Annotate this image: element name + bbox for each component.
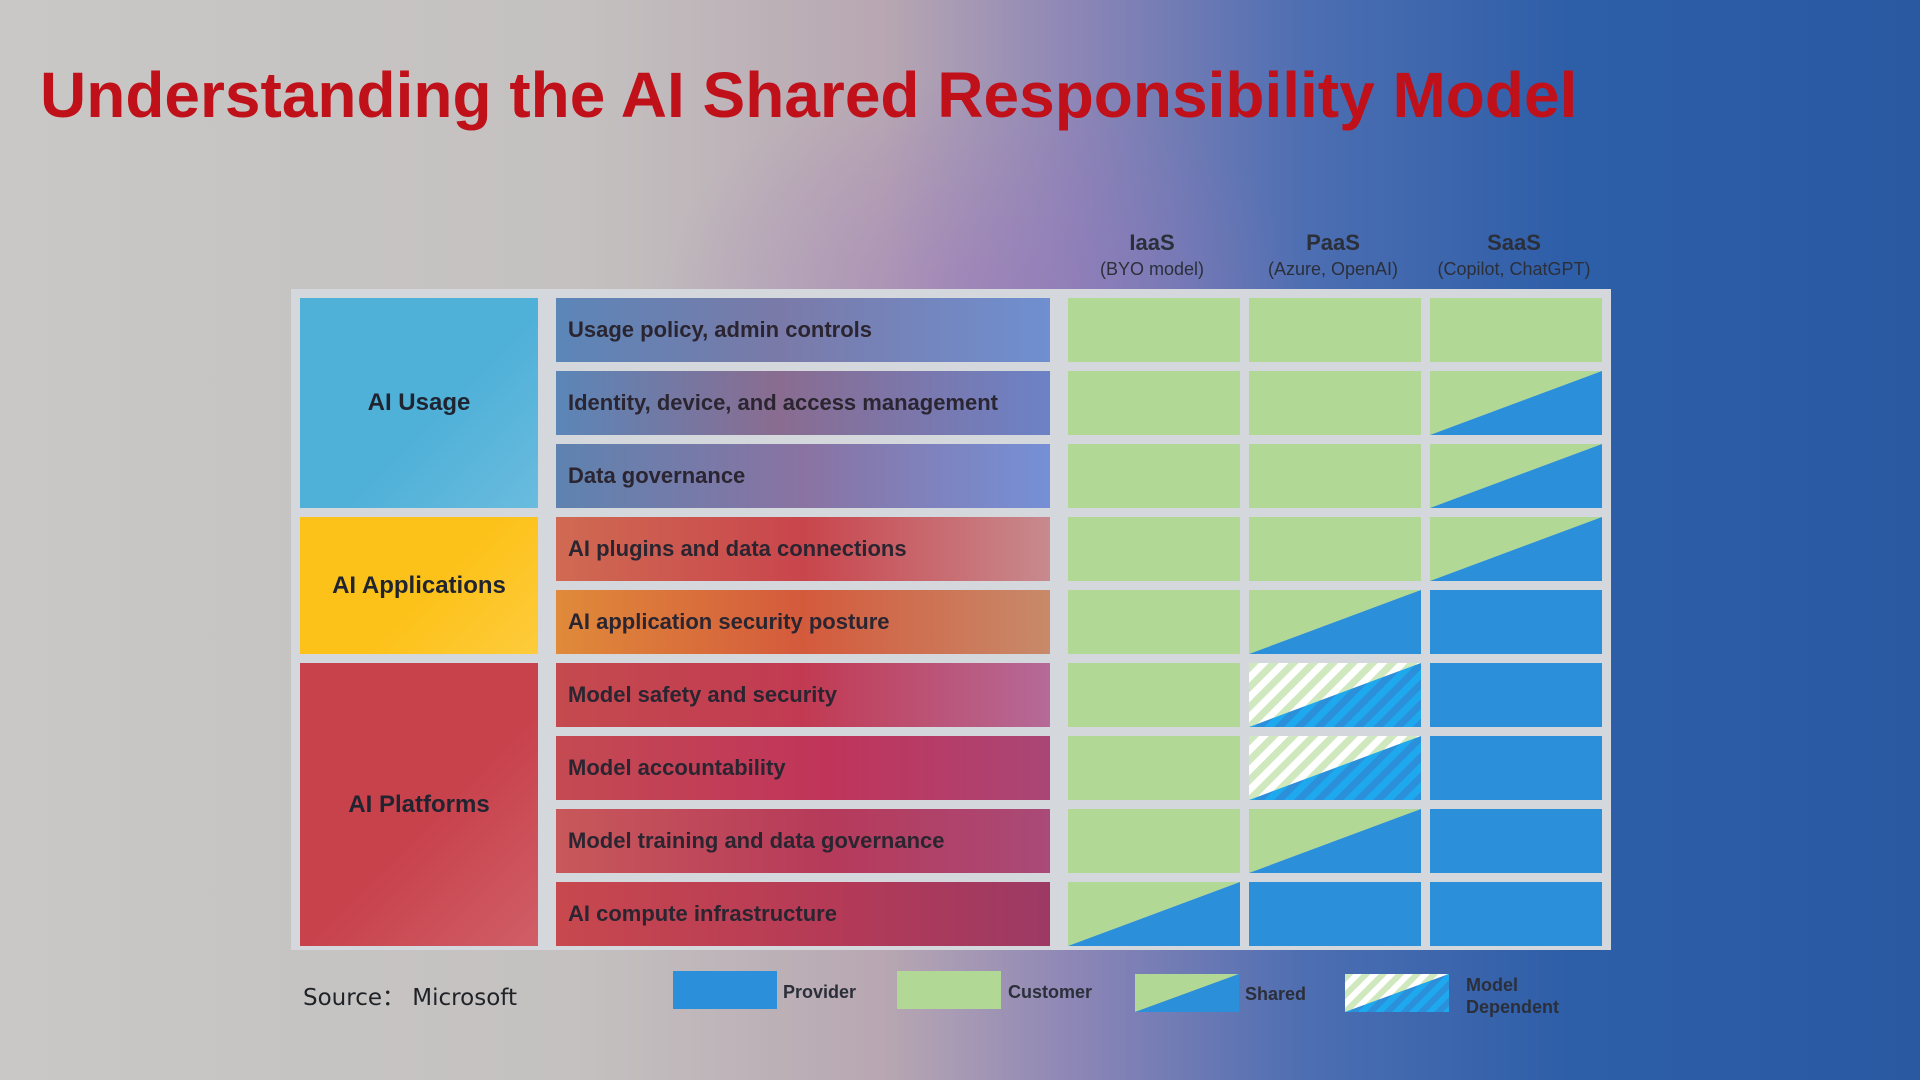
page-title: Understanding the AI Shared Responsibili… <box>40 59 1578 131</box>
category-ai-applications: AI Applications <box>300 517 538 654</box>
row-label: Usage policy, admin controls <box>556 298 1050 362</box>
responsibility-cell-provider <box>1430 590 1602 654</box>
responsibility-cell-shared <box>1249 590 1421 654</box>
responsibility-cell-customer <box>1249 298 1421 362</box>
legend-label-shared: Shared <box>1245 984 1307 1004</box>
column-name: PaaS <box>1306 230 1360 255</box>
legend-label-customer: Customer <box>1008 982 1093 1002</box>
responsibility-cell-shared <box>1068 882 1240 946</box>
category-label: AI Platforms <box>348 790 490 818</box>
responsibility-cell-customer <box>1068 298 1240 362</box>
row-label: Data governance <box>556 444 1050 508</box>
responsibility-cell-provider <box>1430 663 1602 727</box>
row-label: AI application security posture <box>556 590 1050 654</box>
responsibility-cell-customer <box>1249 517 1421 581</box>
column-subtitle: (Copilot, ChatGPT) <box>1437 259 1591 279</box>
column-header-paas: PaaS (Azure, OpenAI) <box>1243 230 1423 280</box>
responsibility-cell-customer <box>1068 444 1240 508</box>
column-subtitle: (Azure, OpenAI) <box>1267 259 1399 279</box>
legend-swatch-model-dependent <box>1345 974 1449 1012</box>
responsibility-cell-customer <box>1068 371 1240 435</box>
responsibility-cell-provider <box>1249 882 1421 946</box>
responsibility-cell-customer <box>1430 298 1602 362</box>
responsibility-cell-model-dependent <box>1249 663 1421 727</box>
responsibility-cell-provider <box>1430 809 1602 873</box>
legend-label-provider: Provider <box>783 982 857 1002</box>
responsibility-cell-customer <box>1068 663 1240 727</box>
row-label: AI compute infrastructure <box>556 882 1050 946</box>
category-ai-usage: AI Usage <box>300 298 538 508</box>
category-label: AI Usage <box>367 389 471 416</box>
responsibility-cell-shared <box>1430 371 1602 435</box>
column-name: SaaS <box>1487 230 1541 255</box>
responsibility-cell-customer <box>1249 371 1421 435</box>
responsibility-cell-customer <box>1068 517 1240 581</box>
responsibility-cell-shared <box>1249 809 1421 873</box>
responsibility-cell-customer <box>1249 444 1421 508</box>
legend-swatch-customer <box>897 971 1001 1009</box>
column-header-iaas: IaaS (BYO model) <box>1062 230 1242 280</box>
responsibility-matrix: AI Usage AI Applications AI Platforms Usage… <box>291 289 1611 950</box>
legend-swatch-provider <box>673 971 777 1009</box>
row-label: Model safety and security <box>556 663 1050 727</box>
column-name: IaaS <box>1129 230 1175 255</box>
category-ai-platforms: AI Platforms <box>300 663 538 946</box>
responsibility-cell-provider <box>1430 736 1602 800</box>
legend-label-model-dependent: Model Dependent <box>1466 975 1560 1017</box>
column-subtitle: (BYO model) <box>1099 259 1205 279</box>
row-label: AI plugins and data connections <box>556 517 1050 581</box>
column-header-saas: SaaS (Copilot, ChatGPT) <box>1424 230 1604 280</box>
legend-swatch-shared <box>1135 974 1239 1012</box>
source-note: Source： Microsoft <box>303 985 517 1011</box>
row-label: Model training and data governance <box>556 809 1050 873</box>
row-label: Identity, device, and access management <box>556 371 1050 435</box>
responsibility-cell-customer <box>1068 809 1240 873</box>
row-label: Model accountability <box>556 736 1050 800</box>
responsibility-cell-model-dependent <box>1249 736 1421 800</box>
responsibility-cell-shared <box>1430 444 1602 508</box>
category-label: AI Applications <box>332 571 506 599</box>
responsibility-cell-customer <box>1068 590 1240 654</box>
responsibility-cell-customer <box>1068 736 1240 800</box>
responsibility-cell-provider <box>1430 882 1602 946</box>
responsibility-cell-shared <box>1430 517 1602 581</box>
